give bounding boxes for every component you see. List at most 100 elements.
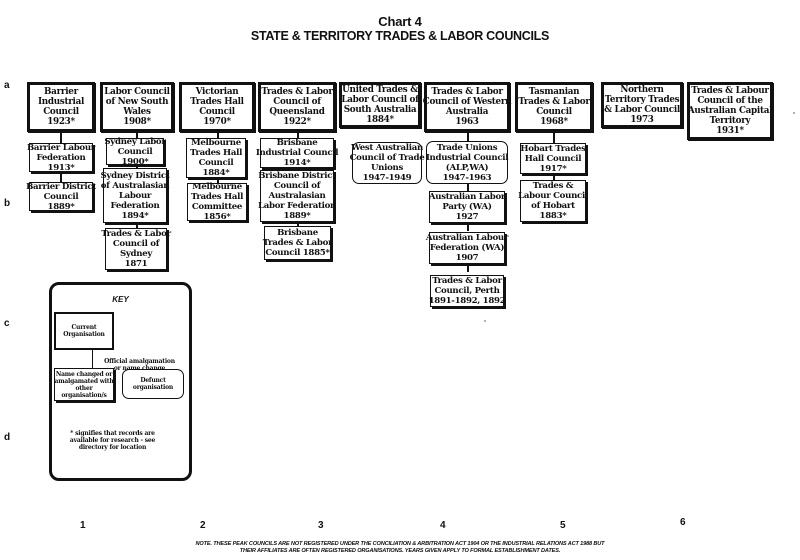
org-box-barrier-industrial-council: Barrier Industrial Council 1923* <box>27 82 95 132</box>
org-name-line: (ALP,WA) <box>445 162 489 173</box>
key-connector-line <box>92 350 93 368</box>
org-year: 1894* <box>121 210 149 221</box>
org-name-line: Australian Labor <box>428 192 506 202</box>
org-name-line: Industrial Council <box>255 148 339 158</box>
org-name-line: Council of <box>112 239 160 249</box>
org-name-line: Melbourne <box>192 182 242 192</box>
key-label-line: Defunct <box>140 377 166 384</box>
connector-line <box>60 171 62 183</box>
org-name-line: United Trades & <box>342 85 418 95</box>
org-name-line: Labour Council <box>518 191 588 201</box>
org-name-line: Trades Hall <box>189 148 243 158</box>
org-name-line: Council of Western <box>422 97 512 107</box>
org-box-sydney-labor-council: Sydney Labor Council 1900* <box>104 136 166 167</box>
key-label-line: other <box>75 384 93 392</box>
footnote-line: NOTE. THESE PEAK COUNCILS ARE NOT REGIST… <box>195 541 605 547</box>
connector-line <box>467 183 469 191</box>
org-year: 1927 <box>455 212 479 222</box>
connector-line <box>297 167 299 171</box>
org-box-brisbane-district-australasian-labor-federation: Brisbane District Council of Australasia… <box>258 170 336 222</box>
footnote: NOTE. THESE PEAK COUNCILS ARE NOT REGIST… <box>0 541 800 555</box>
org-name-line: Labour <box>118 190 152 201</box>
org-box-australian-labor-party-wa: Australian Labor Party (WA) 1927 <box>429 191 505 223</box>
org-name-line: Council <box>43 191 79 202</box>
org-year: 1914* <box>283 158 311 168</box>
connector-line <box>136 131 138 139</box>
org-name-line: Barrier <box>44 87 78 97</box>
org-name-line: Trades & <box>532 181 574 191</box>
org-name-line: Industrial Council <box>425 152 509 163</box>
key-label-line: Organisation <box>63 331 105 338</box>
connector-line <box>467 223 469 231</box>
column-number-6: 6 <box>680 517 686 528</box>
org-name-line: Tasmanian <box>528 87 580 97</box>
org-name-line: Unions <box>370 163 404 173</box>
connector-line <box>297 131 299 139</box>
org-box-melbourne-trades-hall-committee: Melbourne Trades Hall Committee 1856* <box>187 182 247 222</box>
org-box-labor-council-nsw: Labor Council of New South Wales 1908* <box>100 82 174 132</box>
column-number-5: 5 <box>560 520 566 531</box>
org-name-line: Council, Perth <box>434 286 500 296</box>
org-box-united-trades-labor-council-sa: United Trades & Labor Council of South A… <box>339 82 421 128</box>
key-current-organisation: Current Organisation <box>54 312 114 350</box>
org-year: 1913* <box>47 162 75 173</box>
org-name-line: Trades & Labor <box>518 97 590 107</box>
org-name-line: Sydney Labor <box>104 136 166 147</box>
org-name-line: Council <box>199 107 235 117</box>
key-label-line: Official amalgamation <box>104 358 175 365</box>
key-label-line: Current <box>71 324 97 331</box>
org-box-tasmanian-trades-labor-council: Tasmanian Trades & Labor Council 1968* <box>515 82 593 132</box>
connector-line <box>297 221 299 226</box>
org-year: 1900* <box>121 156 149 167</box>
org-name-line: Labor Council of <box>341 95 419 105</box>
org-name-line: Australia <box>445 107 489 117</box>
org-name-line: Council of the <box>697 96 763 106</box>
org-name-line: Barrier Labour <box>26 142 96 153</box>
column-number-1: 1 <box>80 520 86 531</box>
key-note-line: directory for location <box>78 444 147 451</box>
org-name-line: Trades Hall <box>190 97 244 107</box>
connector-line <box>136 222 138 229</box>
org-name-line: Industrial <box>37 97 85 107</box>
org-name-line: Melbourne <box>191 138 241 148</box>
org-year: 1908* <box>123 117 151 127</box>
connector-line <box>217 177 219 183</box>
org-name-line: of New South <box>105 97 169 107</box>
row-label-c: c <box>4 318 10 329</box>
org-name-line: Council <box>43 107 79 117</box>
org-box-brisbane-industrial-council: Brisbane Industrial Council 1914* <box>256 138 339 168</box>
org-name-line: Sydney <box>119 249 153 259</box>
org-name-line: Wales <box>123 107 151 117</box>
org-year: 1889* <box>283 211 311 221</box>
connector-line <box>60 131 62 144</box>
key-asterisk-note: * signifies that records are available f… <box>60 430 165 451</box>
org-year: 1884* <box>366 115 394 125</box>
column-number-4: 4 <box>440 520 446 531</box>
org-year: 1891-1892, 1892 <box>428 296 506 306</box>
key-note-line: available for research - see <box>69 437 156 444</box>
org-name-line: Party (WA) <box>442 202 492 212</box>
chart-number: Chart 4 <box>378 14 422 29</box>
org-year: 1856* <box>203 212 231 222</box>
key-name-changed-organisation: Name changed or amalgamated with other o… <box>54 368 114 401</box>
key-label-line: Name changed or <box>55 370 113 378</box>
org-name-line: Territory <box>709 116 751 126</box>
org-box-brisbane-trades-labor-council: Brisbane Trades & Labor Council 1885* <box>263 226 333 260</box>
org-box-trades-labor-council-sydney: Trades & Labor Council of Sydney 1871 <box>101 228 171 270</box>
org-name-line: Australian Labour <box>425 233 509 243</box>
org-name-line: Trades & Labor <box>431 87 503 97</box>
org-year: 1968* <box>540 117 568 127</box>
row-label-a: a <box>4 80 10 91</box>
org-box-barrier-district-council: Barrier District Council 1889* <box>26 182 96 212</box>
row-label-d: d <box>4 432 11 443</box>
org-name-line: Council of <box>273 97 321 107</box>
org-name-line: Council 1885* <box>265 248 330 258</box>
org-year: 1923* <box>47 117 75 127</box>
org-name-line: Sydney District <box>100 170 170 181</box>
org-box-trades-labor-council-perth: Trades & Labor Council, Perth 1891-1892,… <box>428 275 506 307</box>
org-name-line: Trades & Labor <box>261 87 333 97</box>
org-name-line: Australian Capital <box>687 106 773 116</box>
org-box-trade-unions-industrial-council-alp-wa: Trade Unions Industrial Council (ALP,WA)… <box>425 141 509 184</box>
org-year: 1884* <box>202 168 230 178</box>
org-year: 1947-1949 <box>362 173 412 183</box>
